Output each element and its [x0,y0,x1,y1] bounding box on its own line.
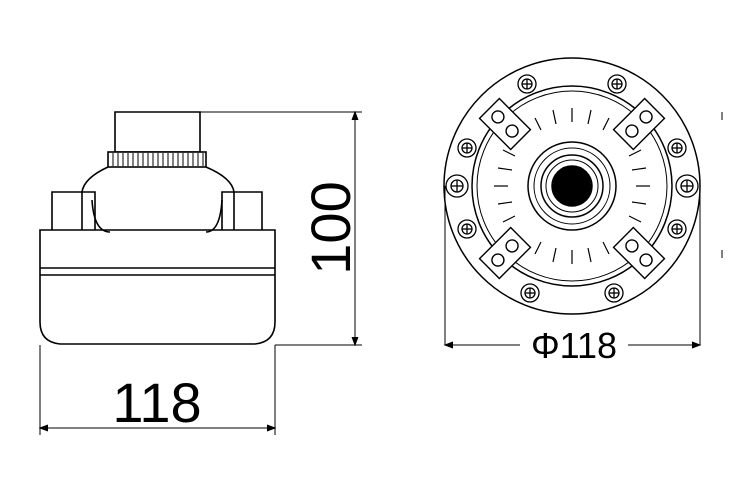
top-view-dimension-lines [443,341,702,349]
terminal-block-top-left [478,97,532,151]
terminal-block-top-right [612,97,666,151]
terminal-block-bottom-left [478,226,532,280]
screw-upper-left [457,138,477,158]
screw-right [675,174,699,198]
side-view-right-lug [221,191,263,230]
top-view-terminal-blocks [478,97,666,280]
side-view-body [39,229,276,345]
screw-bottom-right [604,283,624,303]
top-view-center-ring-outer [527,141,617,231]
side-view [39,111,276,345]
dimension-diameter-label: Φ118 [531,325,617,366]
top-view-inner-ring [471,85,673,287]
top-view-radial-ticks [494,108,650,264]
dimension-height-label: 100 [299,181,362,274]
terminal-block-bottom-right [612,226,666,280]
screw-upper-right [667,138,687,158]
side-view-dimension-lines [38,110,362,435]
screw-top-right [607,74,627,94]
side-view-left-lug [51,191,96,230]
screw-lower-left [457,219,477,239]
side-view-knurl-lines [112,153,204,166]
top-view [443,57,701,345]
screw-top-left [517,74,537,94]
screw-bottom-left [520,283,540,303]
side-view-top-cylinder [114,111,201,153]
top-view-screws [445,74,699,303]
screw-lower-right [667,219,687,239]
top-view-center-hole [551,165,593,207]
side-view-dome [81,166,235,230]
side-view-dome-bulge [91,199,223,233]
screw-left [445,174,469,198]
dimension-width-label: 118 [112,371,201,434]
